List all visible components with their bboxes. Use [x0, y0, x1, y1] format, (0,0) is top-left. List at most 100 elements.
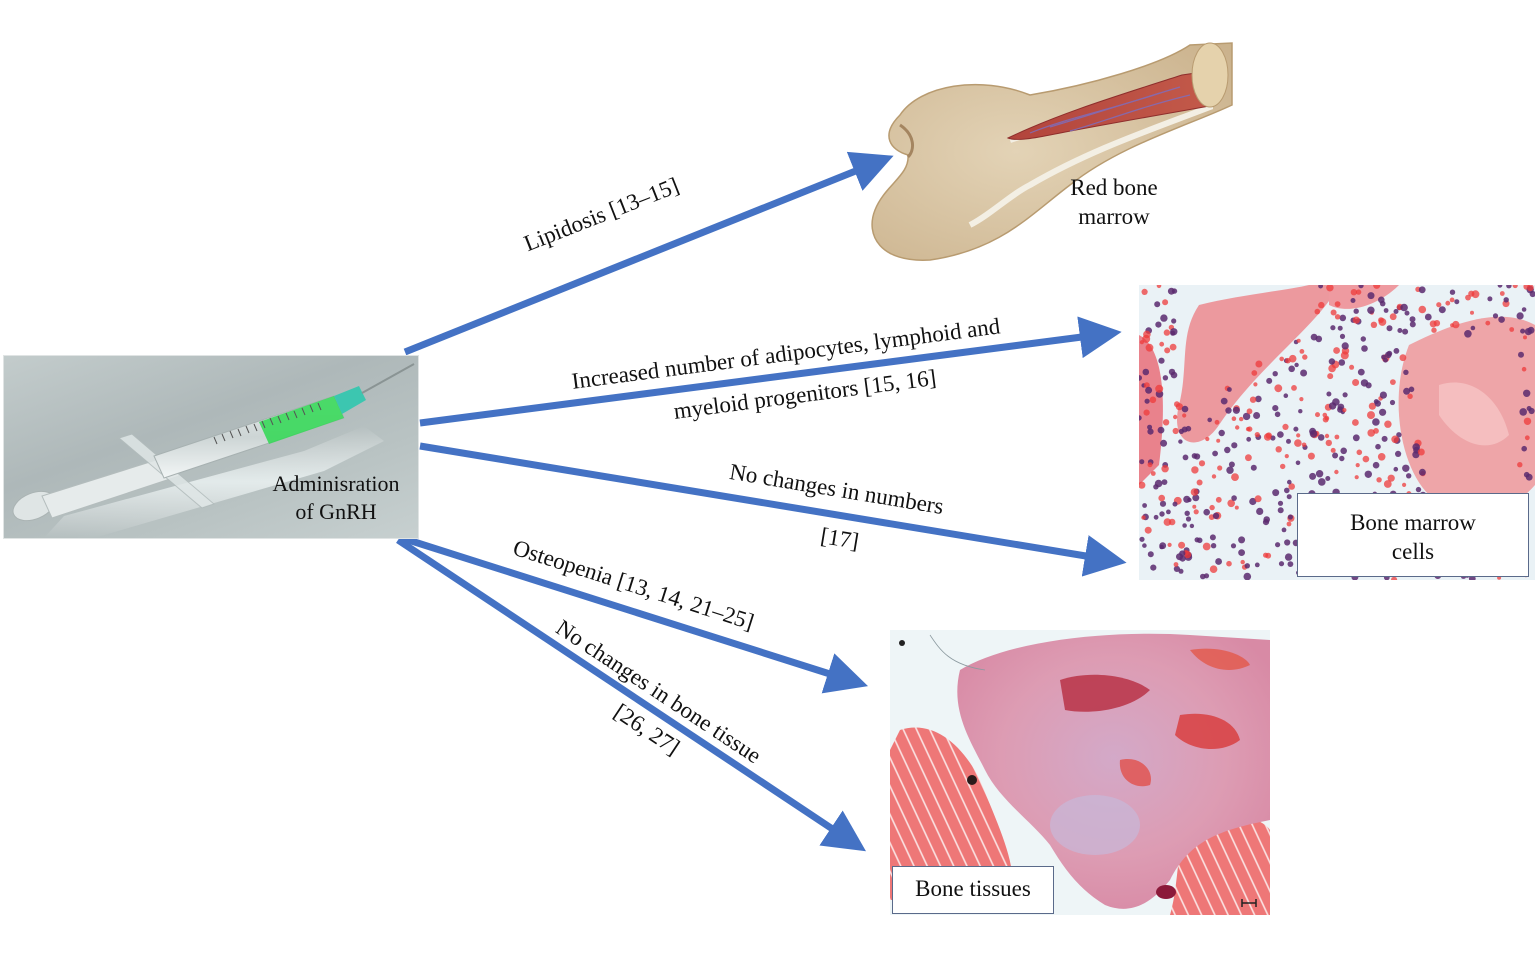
marrow-cell — [1156, 285, 1162, 289]
marrow-cell — [1372, 461, 1380, 469]
marrow-cell — [1253, 412, 1261, 419]
marrow-cell — [1274, 384, 1283, 393]
syringe-icon — [12, 363, 415, 538]
marrow-cell — [1164, 347, 1171, 354]
marrow-cell — [1332, 398, 1340, 406]
marrow-cell — [1173, 565, 1180, 572]
marrow-cell — [1287, 514, 1293, 520]
marrow-cell — [1512, 285, 1518, 289]
marrow-cell — [1449, 297, 1455, 303]
marrow-cell — [1245, 454, 1252, 462]
marrow-cell — [1184, 510, 1190, 516]
marrow-cell — [1227, 499, 1235, 508]
marrow-cell — [1352, 316, 1360, 324]
marrow-cell — [1315, 412, 1320, 418]
marrow-cell — [1191, 453, 1198, 459]
marrow-cell — [1254, 495, 1262, 503]
marrow-cell — [1157, 426, 1165, 434]
marrow-cell — [1166, 509, 1171, 515]
marrow-cell — [1293, 426, 1299, 432]
marrow-cell — [1178, 568, 1184, 574]
marrow-cell — [1326, 285, 1334, 292]
marrow-cell — [1324, 433, 1330, 439]
arrow-osteopenia — [400, 534, 869, 694]
marrow-cell — [1142, 368, 1150, 376]
marrow-cell — [1287, 479, 1292, 485]
arrow-no-changes-bone — [396, 537, 866, 852]
marrow-cell — [1181, 405, 1189, 413]
marrow-cell — [1216, 438, 1221, 443]
marrow-cell — [1418, 305, 1427, 314]
marrow-cell — [1212, 450, 1218, 457]
marrow-cell — [1332, 452, 1339, 459]
femur-bone-icon — [871, 42, 1233, 261]
marrow-cell — [1294, 362, 1299, 368]
marrow-cell — [1353, 308, 1359, 314]
marrow-cell — [1302, 354, 1308, 360]
marrow-cell — [1373, 399, 1379, 405]
marrow-cell — [1154, 301, 1161, 308]
marrow-cell — [1296, 338, 1301, 343]
marrow-cell — [1375, 443, 1381, 450]
marrow-cell — [1341, 342, 1349, 350]
marrow-cell — [1225, 407, 1232, 414]
marrow-cell — [1155, 384, 1164, 393]
marrow-cell — [1144, 526, 1152, 534]
marrow-cell — [1212, 512, 1220, 519]
marrow-cell — [1454, 299, 1460, 305]
marrow-cell — [1400, 303, 1408, 312]
marrow-cell — [1284, 553, 1293, 561]
marrow-cell — [1328, 364, 1336, 373]
marrow-cell — [1215, 558, 1222, 565]
marrow-cell — [1179, 550, 1186, 557]
marrow-cell — [1167, 542, 1172, 547]
marrow-cell — [1263, 433, 1272, 441]
marrow-cell — [1367, 411, 1375, 420]
marrow-cell — [1386, 325, 1393, 332]
marrow-cell — [1190, 488, 1199, 496]
marrow-cell — [1214, 419, 1220, 425]
marrow-cell — [1360, 379, 1369, 387]
marrow-cell — [1315, 335, 1323, 343]
marrow-cell — [1339, 455, 1345, 462]
marrow-cell — [1499, 291, 1505, 296]
marrow-cell — [1141, 515, 1146, 520]
marrow-cell — [1393, 309, 1399, 314]
marrow-cell — [1270, 435, 1276, 441]
marrow-cell — [1356, 449, 1363, 456]
marrow-cell — [1330, 447, 1336, 453]
marrow-cell — [1424, 313, 1432, 321]
marrow-cell — [1417, 448, 1425, 456]
marrow-cell — [1182, 413, 1187, 418]
marrow-cell — [1497, 285, 1503, 288]
marrow-cell — [1277, 500, 1284, 506]
marrow-cell — [1294, 439, 1302, 447]
marrow-cell — [1155, 321, 1162, 328]
marrow-cell — [1168, 368, 1176, 376]
marrow-cell — [1378, 296, 1385, 304]
marrow-cell — [1339, 314, 1347, 322]
marrow-cell — [1284, 487, 1290, 494]
marrow-cell — [1231, 442, 1238, 449]
marrow-cell — [1142, 543, 1147, 548]
marrow-cell — [1318, 285, 1323, 289]
marrow-cell — [1318, 301, 1325, 309]
marrow-cell — [1139, 536, 1145, 542]
marrow-cell — [1255, 395, 1262, 403]
marrow-cell — [1431, 327, 1437, 333]
marrow-cell — [1145, 343, 1154, 352]
marrow-cell — [1349, 364, 1355, 370]
marrow-cell — [1171, 288, 1178, 294]
marrow-cell — [1160, 439, 1168, 447]
marrow-cell — [1327, 373, 1334, 380]
marrow-cell — [1139, 481, 1146, 489]
marrow-cell — [1249, 497, 1257, 506]
scale-bar-icon — [1241, 899, 1257, 907]
marrow-cell — [1172, 427, 1179, 435]
marrow-cell — [1381, 354, 1386, 360]
marrow-cell — [1468, 290, 1475, 297]
marrow-cell — [1218, 429, 1225, 437]
marrow-cell — [1277, 431, 1284, 438]
histology-bone-icon — [890, 633, 1270, 915]
